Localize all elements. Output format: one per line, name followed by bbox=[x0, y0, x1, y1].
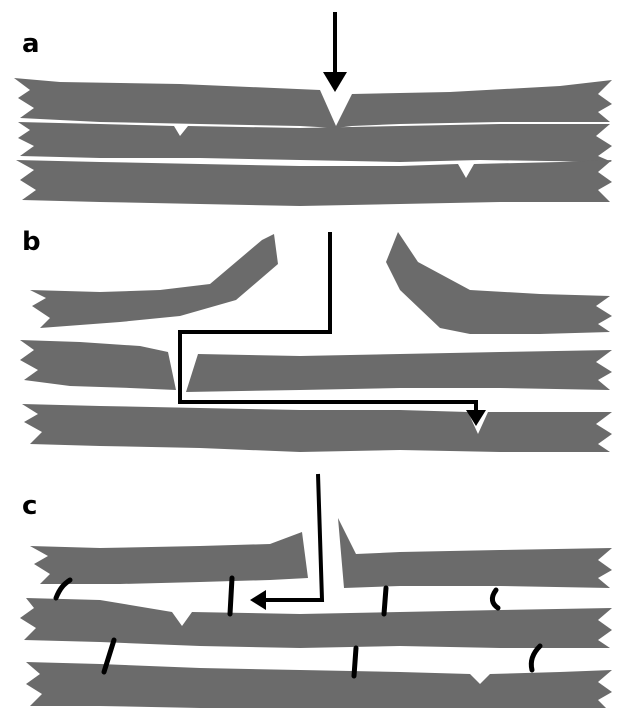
bridge-c-4 bbox=[492, 590, 498, 608]
panel-label-b: b bbox=[22, 227, 41, 257]
fiber-b-1-left bbox=[30, 234, 278, 328]
fiber-b-1-right bbox=[386, 232, 612, 334]
fiber-b-2-right bbox=[186, 350, 612, 392]
fiber-a-2 bbox=[18, 122, 612, 162]
fiber-c-3 bbox=[26, 662, 612, 708]
bridge-c-2 bbox=[230, 578, 232, 614]
fiber-c-2 bbox=[20, 598, 612, 648]
fiber-c-1-left bbox=[30, 532, 308, 584]
fiber-a-3 bbox=[16, 160, 612, 206]
crack-path-arrowhead-c bbox=[250, 590, 266, 610]
fiber-a-1 bbox=[14, 78, 612, 128]
fiber-b-3 bbox=[22, 404, 612, 452]
load-arrowhead-a bbox=[323, 72, 347, 92]
panel-label-a: a bbox=[22, 29, 40, 59]
fiber-b-2-left bbox=[20, 340, 176, 390]
fiber-c-1-right bbox=[338, 518, 612, 588]
bridge-c-7 bbox=[531, 646, 540, 670]
bridge-c-3 bbox=[384, 588, 386, 614]
bridge-c-6 bbox=[354, 648, 356, 676]
panel-c: c bbox=[20, 474, 612, 708]
panel-b: b bbox=[20, 227, 612, 452]
panel-label-c: c bbox=[22, 491, 37, 521]
panel-a: a bbox=[14, 12, 612, 206]
